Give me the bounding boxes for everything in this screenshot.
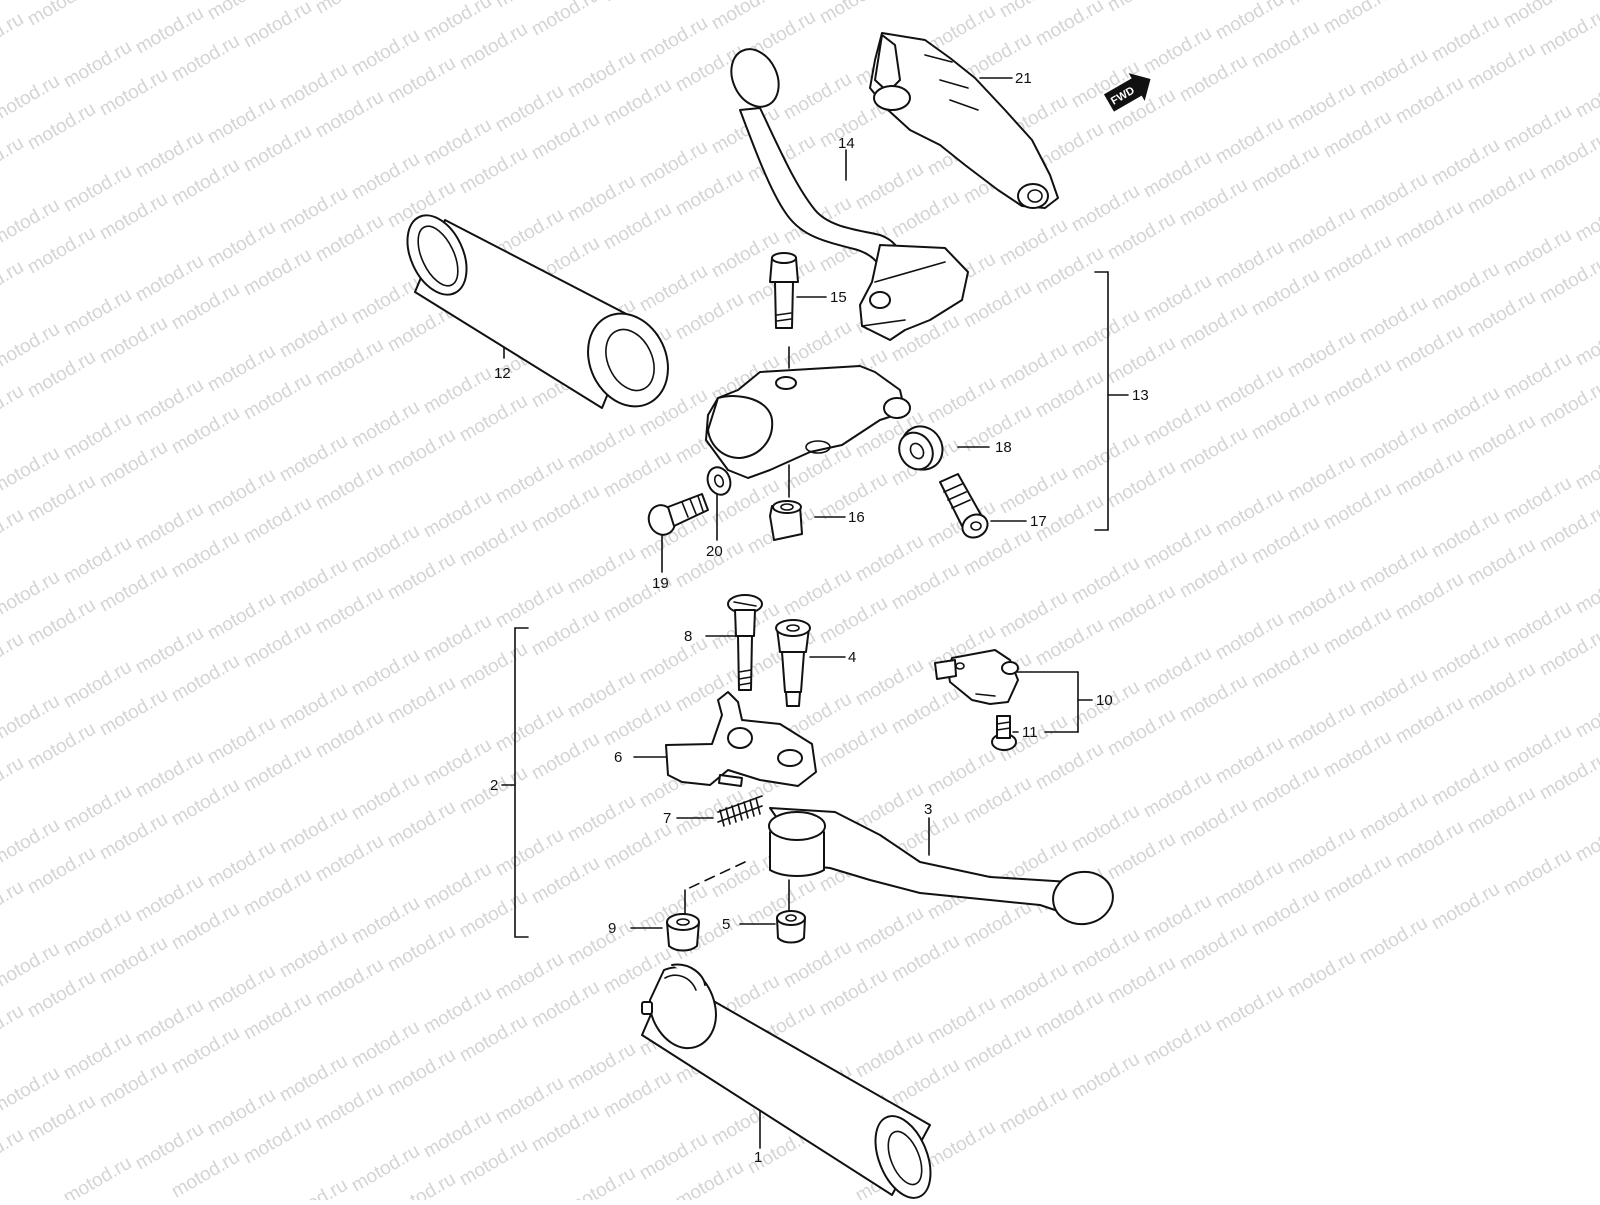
callout-2: 2 — [490, 777, 498, 794]
callout-16: 16 — [848, 509, 865, 526]
callout-18: 18 — [995, 439, 1012, 456]
callout-4: 4 — [848, 649, 856, 666]
callout-11: 11 — [1022, 724, 1038, 741]
callout-21: 21 — [1015, 70, 1032, 87]
callout-13: 13 — [1132, 387, 1149, 404]
callout-9: 9 — [608, 920, 616, 937]
callout-20: 20 — [706, 543, 723, 560]
callout-12: 12 — [494, 365, 511, 382]
callout-10: 10 — [1096, 692, 1113, 709]
callout-1: 1 — [754, 1149, 762, 1166]
lever-nut — [777, 911, 805, 943]
callout-19: 19 — [652, 575, 669, 592]
lever-nut-small — [667, 914, 699, 951]
holder-nut — [770, 501, 802, 540]
callout-7: 7 — [663, 810, 671, 827]
callout-15: 15 — [830, 289, 847, 306]
callout-5: 5 — [722, 916, 730, 933]
callout-14: 14 — [838, 135, 855, 152]
callout-17: 17 — [1030, 513, 1047, 530]
callout-8: 8 — [684, 628, 692, 645]
callout-6: 6 — [614, 749, 622, 766]
callout-3: 3 — [924, 801, 932, 818]
